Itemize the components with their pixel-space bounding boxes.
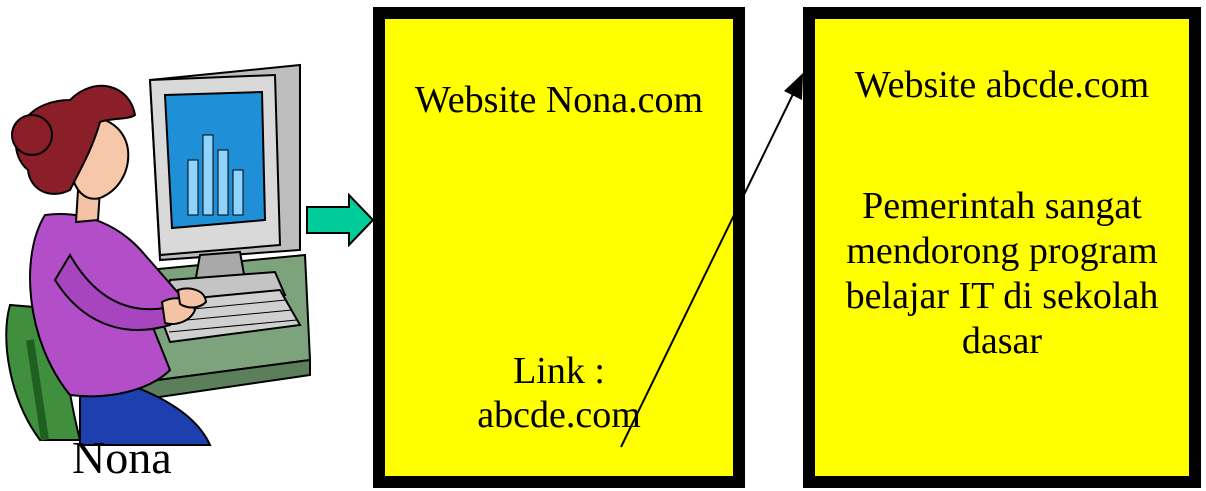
website-abcde-page: Website abcde.com Pemerintah sangat mend…	[803, 7, 1201, 488]
link-url[interactable]: abcde.com	[477, 394, 641, 436]
person-name-label: Nona	[72, 432, 172, 483]
right-arrow-icon	[306, 193, 375, 247]
hyperlink-text[interactable]: Link : abcde.com	[385, 349, 733, 437]
website-nona-title: Website Nona.com	[414, 79, 704, 121]
website-nona-page: Website Nona.com Link : abcde.com	[373, 7, 745, 488]
woman-at-computer-illustration	[5, 63, 312, 446]
website-abcde-title: Website abcde.com	[854, 64, 1150, 106]
website-abcde-content: Pemerintah sangat mendorong program bela…	[845, 185, 1159, 362]
link-label: Link :	[513, 350, 605, 392]
